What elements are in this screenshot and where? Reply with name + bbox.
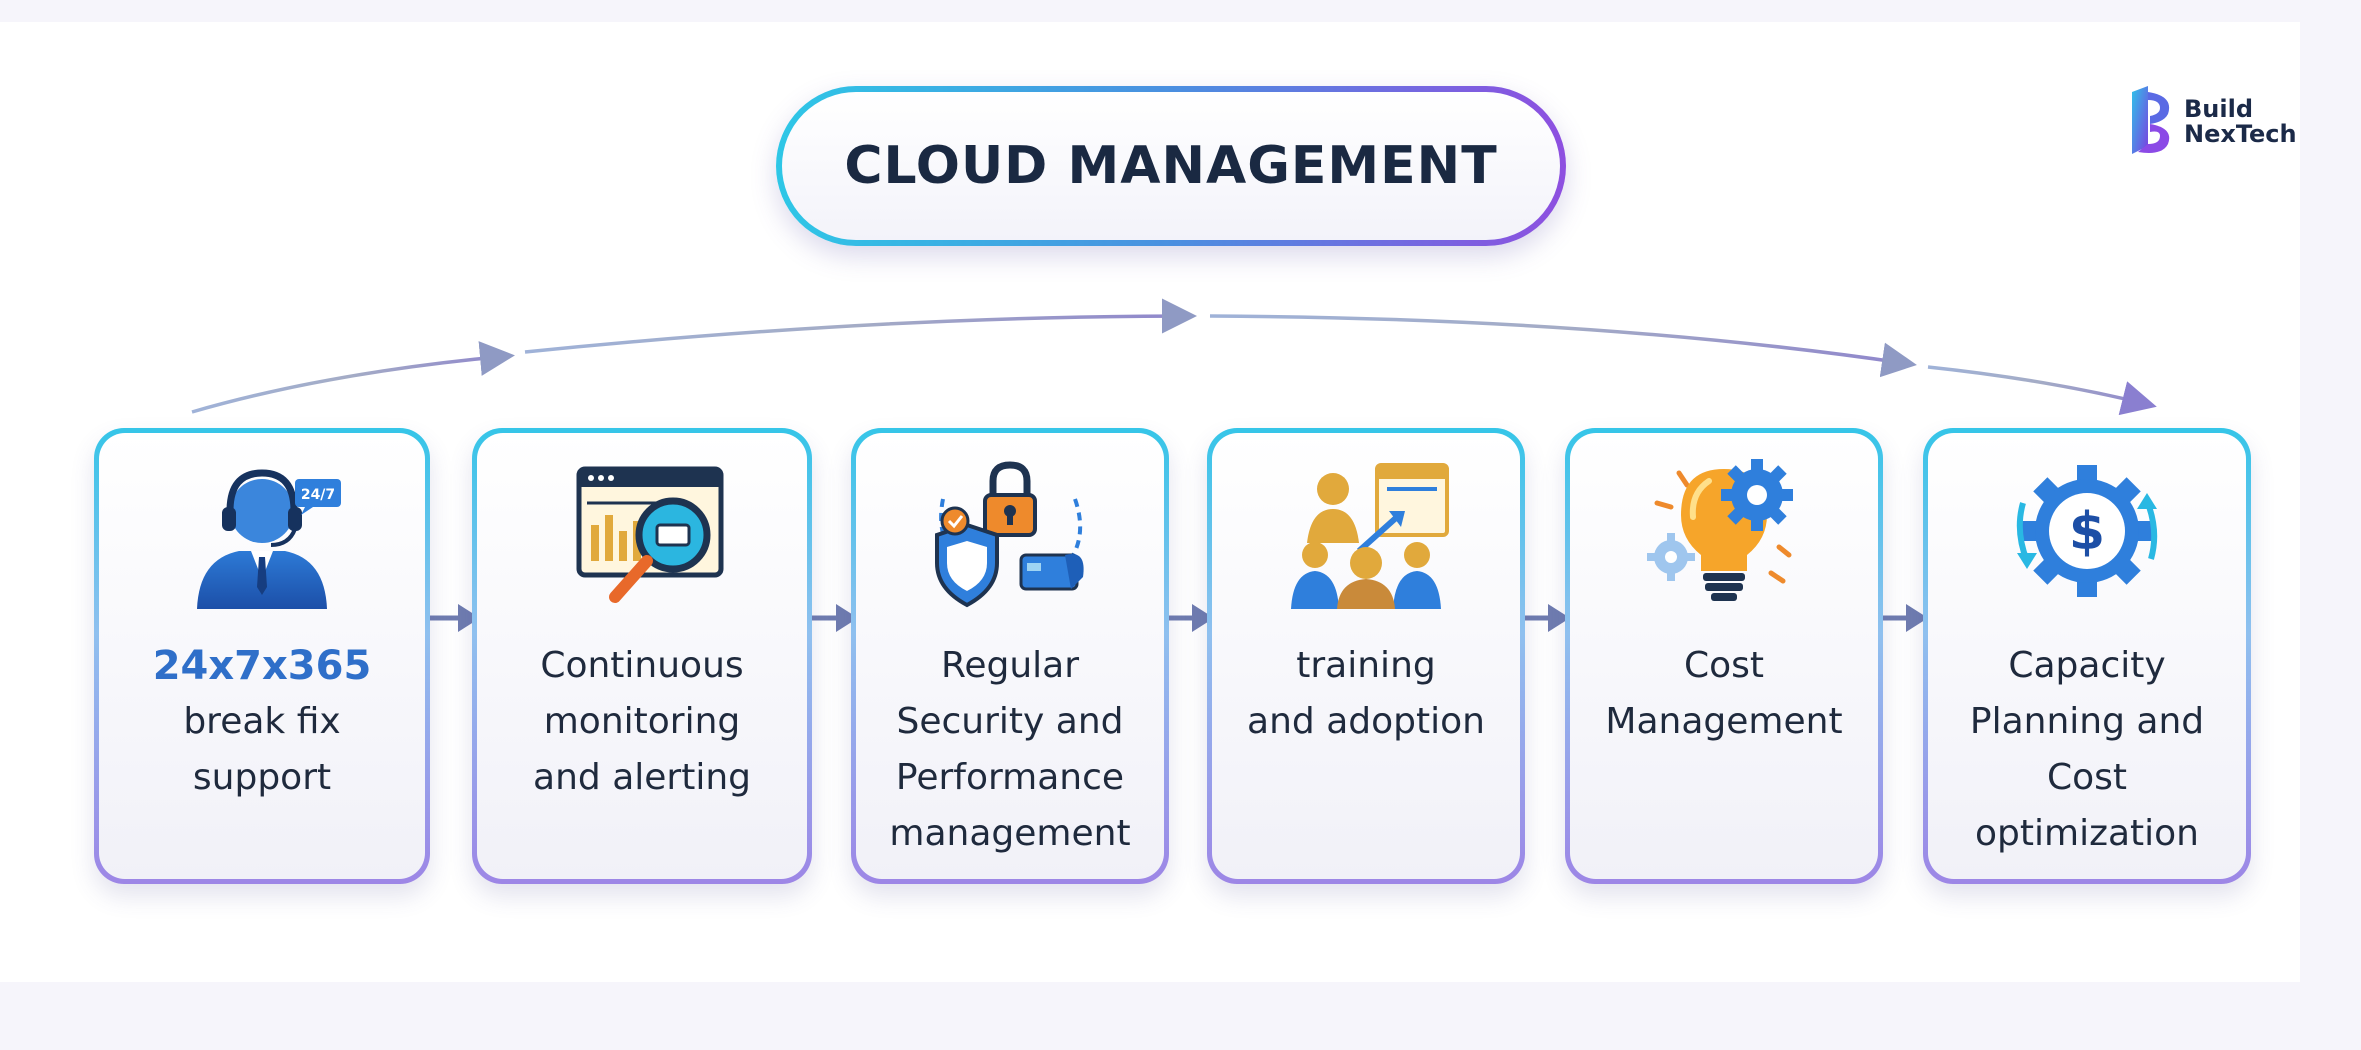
step-card-3: Regular Security and Performance managem… [851,428,1169,884]
step-4-line-1: training [1296,645,1436,686]
step-3-line-3: Performance [895,757,1125,798]
logo-line-2: NexTech [2184,120,2297,148]
step-card-2: Continuous monitoring and alerting [472,428,812,884]
arc-segment-2 [524,298,1197,354]
step-1-highlight: 24x7x365 [152,643,372,689]
step-3-line-4: management [889,813,1131,854]
lightbulb-gears-icon [1647,459,1793,601]
step-5-line-2: Management [1605,701,1843,742]
step-5-line-1: Cost [1683,645,1765,686]
step-card-6: $ Capacity Planning and Cost optimizatio… [1923,428,2251,884]
support-agent-icon: 24/7 [197,469,341,609]
step-card-1: 24/7 24x7x365 break fix support [94,428,430,884]
step-1-line-1: break fix [183,701,341,742]
step-2-line-2: monitoring [543,701,741,742]
security-lock-shield-icon [935,461,1084,608]
step-1-line-2: support [192,757,332,798]
logo-line-1: Build [2184,95,2254,123]
page-title: CLOUD MANAGEMENT [844,136,1498,196]
arc-segment-3 [1209,314,1917,378]
training-group-icon [1291,463,1449,609]
title-pill: CLOUD MANAGEMENT [776,86,1566,246]
step-4-line-2: and adoption [1247,701,1485,742]
step-card-5: Cost Management [1565,428,1883,884]
monitoring-magnifier-icon [576,466,724,603]
step-3-line-2: Security and [896,701,1124,742]
step-6-line-4: optimization [1975,813,2199,854]
step-6-line-1: Capacity [2008,645,2166,686]
dollar-gear-icon: $ [2016,465,2158,597]
logo-mark-icon [2132,86,2170,154]
step-card-4: training and adoption [1207,428,1525,884]
arc-segment-4 [1927,365,2157,416]
step-2-line-1: Continuous [540,645,744,686]
arc-segment-1 [191,341,515,414]
svg-text:24/7: 24/7 [301,487,335,503]
step-6-line-3: Cost [2046,757,2128,798]
step-6-line-2: Planning and [1969,701,2205,742]
step-3-line-1: Regular [940,645,1080,686]
brand-logo: Build NexTech [2128,86,2297,158]
svg-text:$: $ [2069,502,2105,562]
step-2-line-3: and alerting [533,757,751,798]
